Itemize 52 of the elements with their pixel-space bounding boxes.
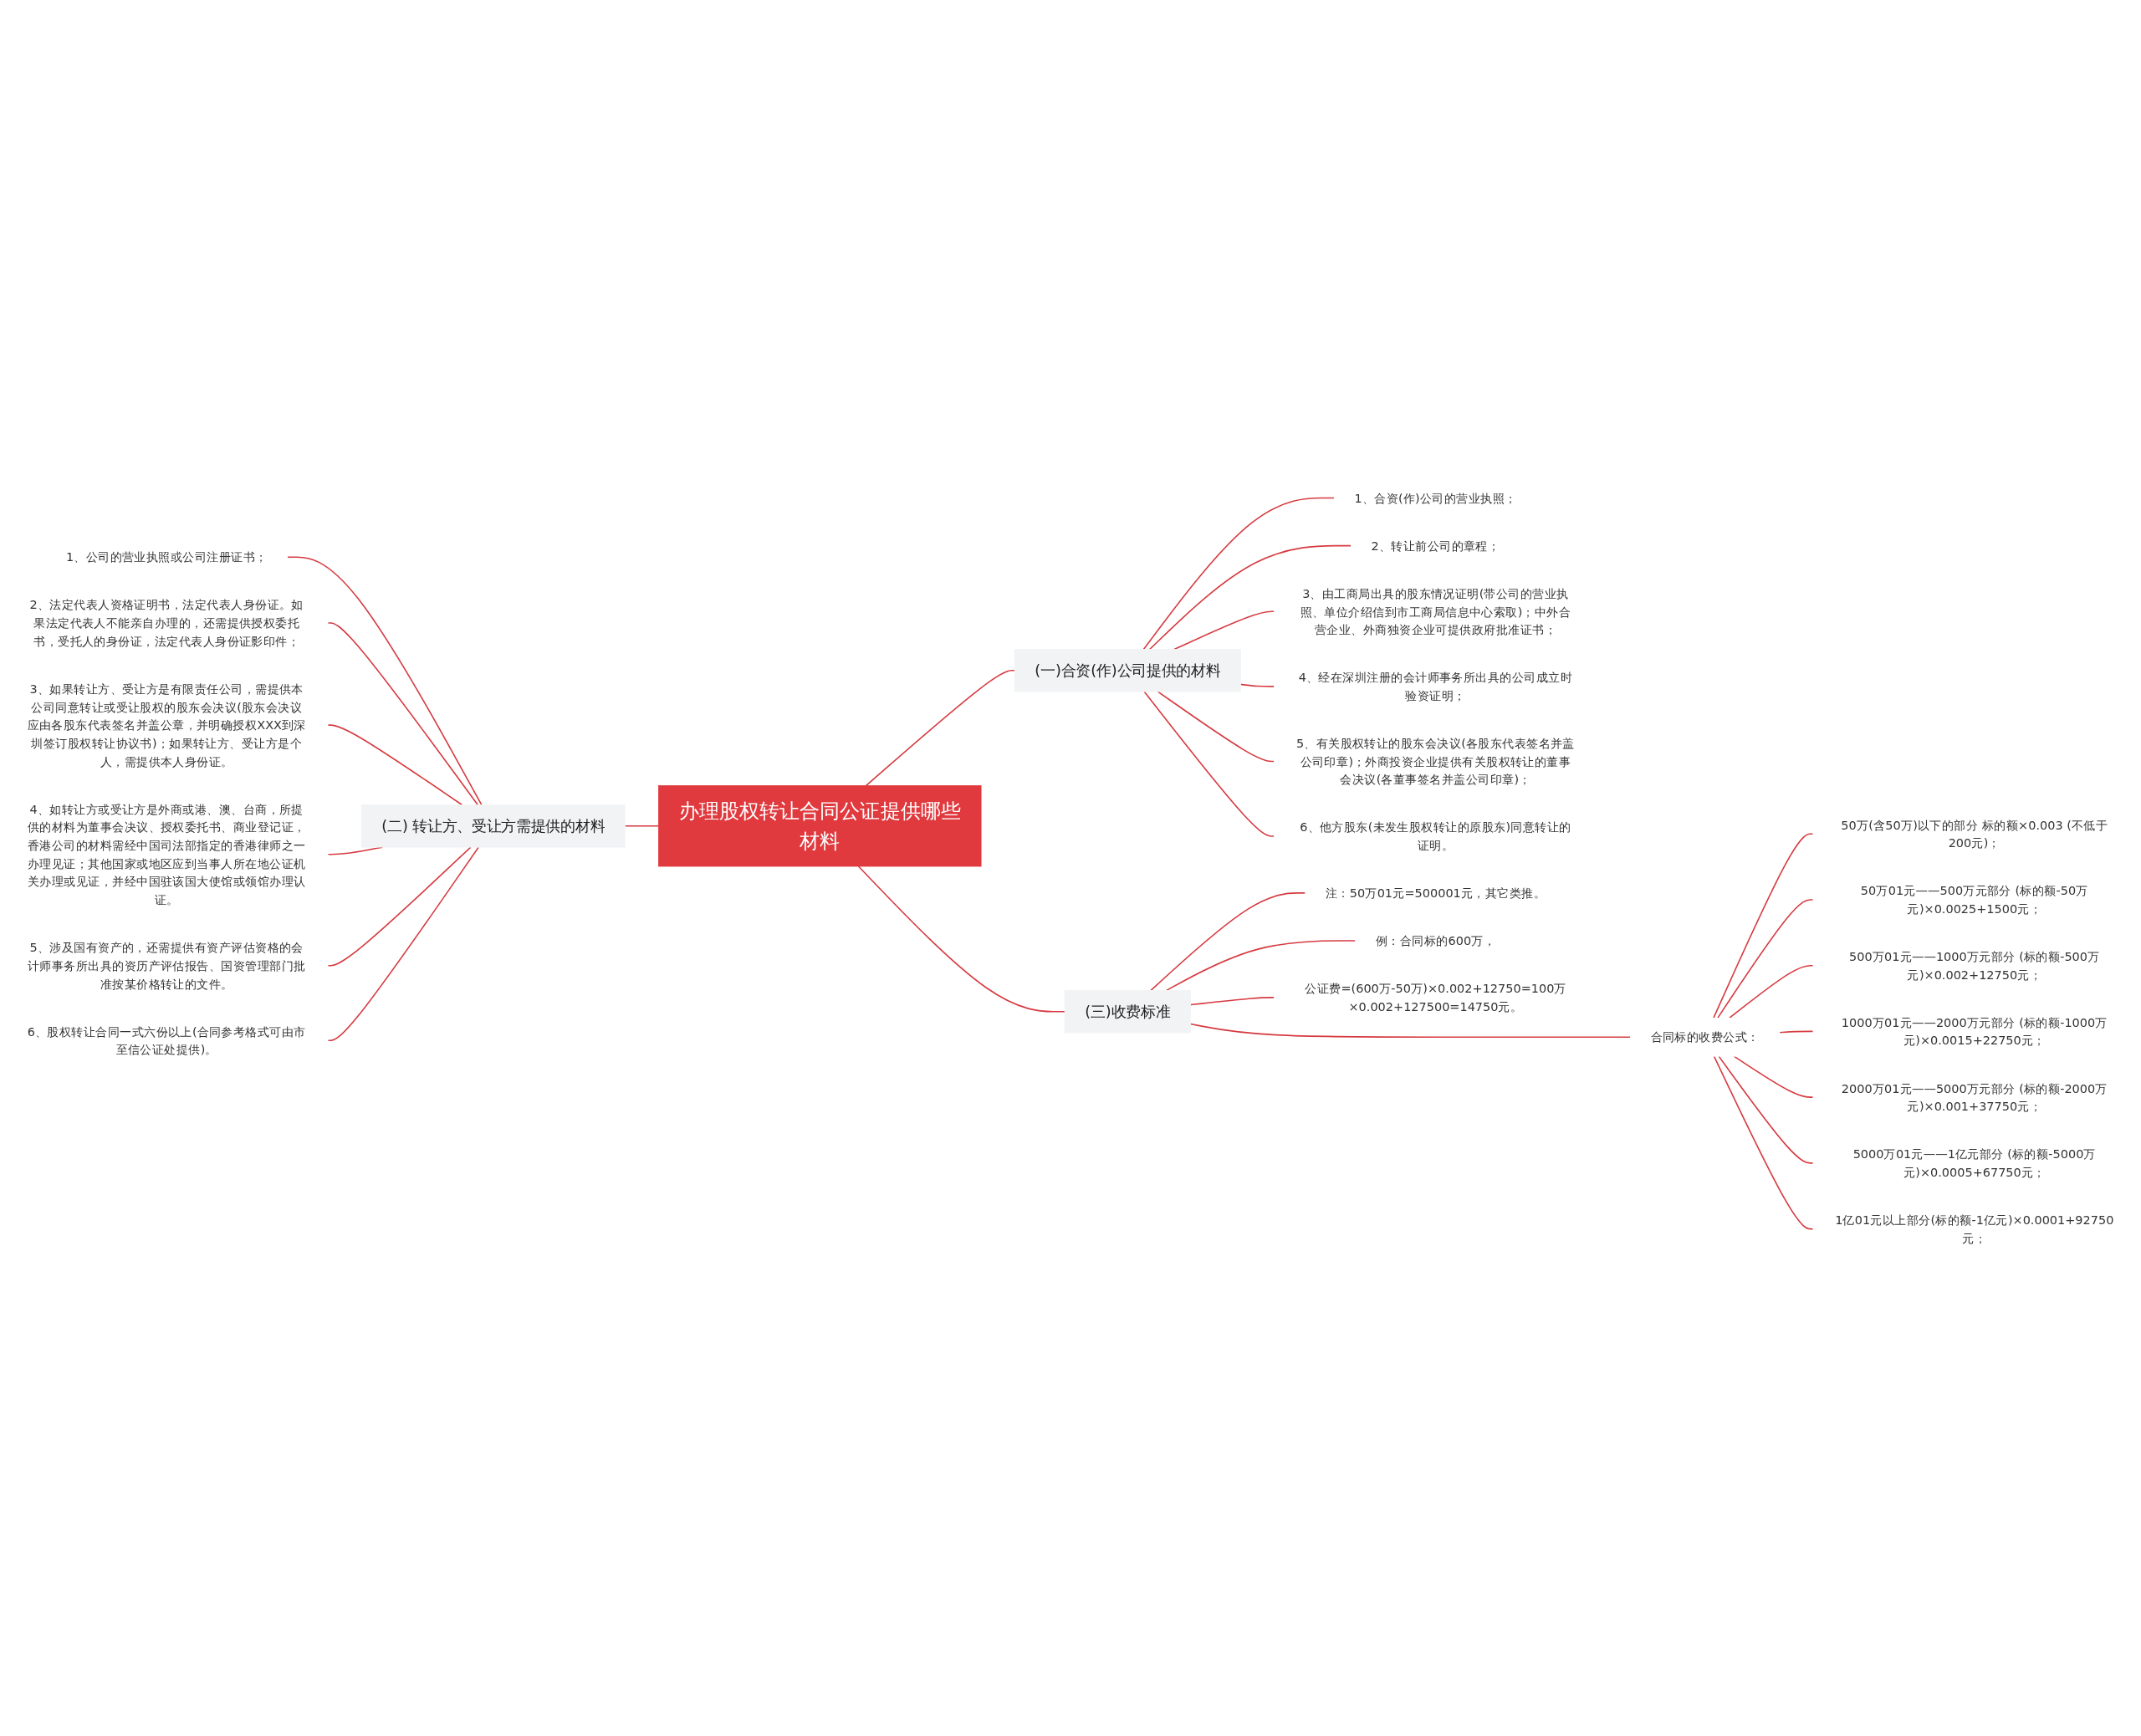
connector xyxy=(1717,899,1814,1019)
node-box: (三)收费标准 xyxy=(1064,990,1191,1034)
node-text: 4、如转让方或受让方是外商或港、澳、台商，所提供的材料为董事会决议、授权委托书、商业登记证，香港公司的材料需经中国司法部指定的香港律师之一办理见证；其他国家或地区应到当事人所在地公证机关办理或见证，并经中国驻该国大使馆或领馆办理认证。 xyxy=(27,802,306,907)
connector xyxy=(1189,1023,1632,1039)
connector xyxy=(1733,1055,1814,1098)
node-text: 公证费=(600万-50万)×0.002+12750=100万×0.002+127500=14750元。 xyxy=(1305,981,1566,1014)
connector xyxy=(1239,683,1275,687)
connector xyxy=(1778,1030,1814,1034)
node-text: 50万01元——500万元部分 (标的额-50万元)×0.0025+1500元； xyxy=(1860,883,2088,917)
connector xyxy=(327,846,472,967)
node-text: 4、经在深圳注册的会计师事务所出具的公司成立时验资证明； xyxy=(1298,670,1573,703)
connector xyxy=(1173,610,1275,651)
connector xyxy=(1189,997,1275,1006)
connector xyxy=(1150,892,1306,992)
node-text: 500万01元——1000万元部分 (标的额-500万元)×0.002+12750元； xyxy=(1849,949,2100,982)
node-text: 合同标的收费公式： xyxy=(1650,1029,1760,1044)
connector xyxy=(1713,833,1814,1019)
node-text: 3、如果转让方、受让方是有限责任公司，需提供本公司同意转让或受让股权的股东会决议(股东会决议应由各股东代表签名并盖公章，并明确授权XXX到深圳签订股权转让协议书)；如果转让方、受让方是个人，需提供本人身份证。 xyxy=(27,682,306,768)
connector xyxy=(1713,1055,1814,1230)
connector xyxy=(1148,544,1352,651)
node-text: 1亿01元以上部分(标的额-1亿元)×0.0001+92750元； xyxy=(1835,1213,2114,1245)
connector xyxy=(865,670,1016,787)
node-text: 1、公司的营业执照或公司注册证书； xyxy=(65,549,268,564)
node-text: 2000万01元——5000万元部分 (标的额-2000万元)×0.001+37750元； xyxy=(1841,1080,2108,1114)
node-text: 6、他方股东(未发生股权转让的原股东)同意转让的证明。 xyxy=(1300,819,1571,853)
connector xyxy=(327,622,479,806)
node-text: 50万(含50万)以下的部分 标的额×0.003 (不低于200元)； xyxy=(1841,817,2108,850)
node-box: (二) 转让方、受让方需提供的材料 xyxy=(360,804,626,848)
node-text: 1、合资(作)公司的营业执照； xyxy=(1354,491,1517,505)
node-text: 6、股权转让合同一式六份以上(合同参考格式可由市至信公证处提供)。 xyxy=(27,1024,306,1057)
node-text: 5、涉及国有资产的，还需提供有资产评估资格的会计师事务所出具的资历产评估报告、国资管理部门批准按某价格转让的文件。 xyxy=(27,940,306,991)
connector xyxy=(1165,940,1357,992)
node-text: 例：合同标的600万， xyxy=(1375,933,1496,948)
node-text: 3、由工商局出具的股东情况证明(带公司的营业执照、单位介绍信到市工商局信息中心索取)；中外合营企业、外商独资企业可提供政府批准证书； xyxy=(1300,586,1571,637)
node-text: 5、有关股权转让的股东会决议(各股东代表签名并盖公司印章)；外商投资企业提供有关股权转让的董事会决议(各董事签名并盖公司印章)； xyxy=(1295,736,1575,787)
connector xyxy=(857,865,1065,1013)
node-text: 2、转让前公司的章程； xyxy=(1371,539,1500,554)
connector xyxy=(624,825,660,827)
connector xyxy=(286,556,483,806)
node-box: 办理股权转让合同公证提供哪些材料 xyxy=(658,785,982,867)
connector xyxy=(1157,691,1275,763)
node-text: 注：50万01元=500001元，其它类推。 xyxy=(1325,886,1546,901)
node-text: 2、法定代表人资格证明书，法定代表人身份证。如果法定代表人不能亲自办理的，还需提供授权委托书，受托人的身份证，法定代表人身份证影印件； xyxy=(29,597,304,649)
connector xyxy=(1143,691,1275,837)
connector xyxy=(1718,1055,1814,1164)
connector xyxy=(327,724,463,806)
node-box: (一)合资(作)公司提供的材料 xyxy=(1014,649,1241,692)
connector xyxy=(1142,497,1336,651)
node-text: 1000万01元——2000万元部分 (标的额-1000万元)×0.0015+22750元； xyxy=(1841,1015,2108,1048)
node-text: 5000万01元——1亿元部分 (标的额-5000万元)×0.0005+67750元； xyxy=(1852,1146,2096,1180)
connector xyxy=(327,846,480,1042)
connector xyxy=(1729,964,1814,1019)
